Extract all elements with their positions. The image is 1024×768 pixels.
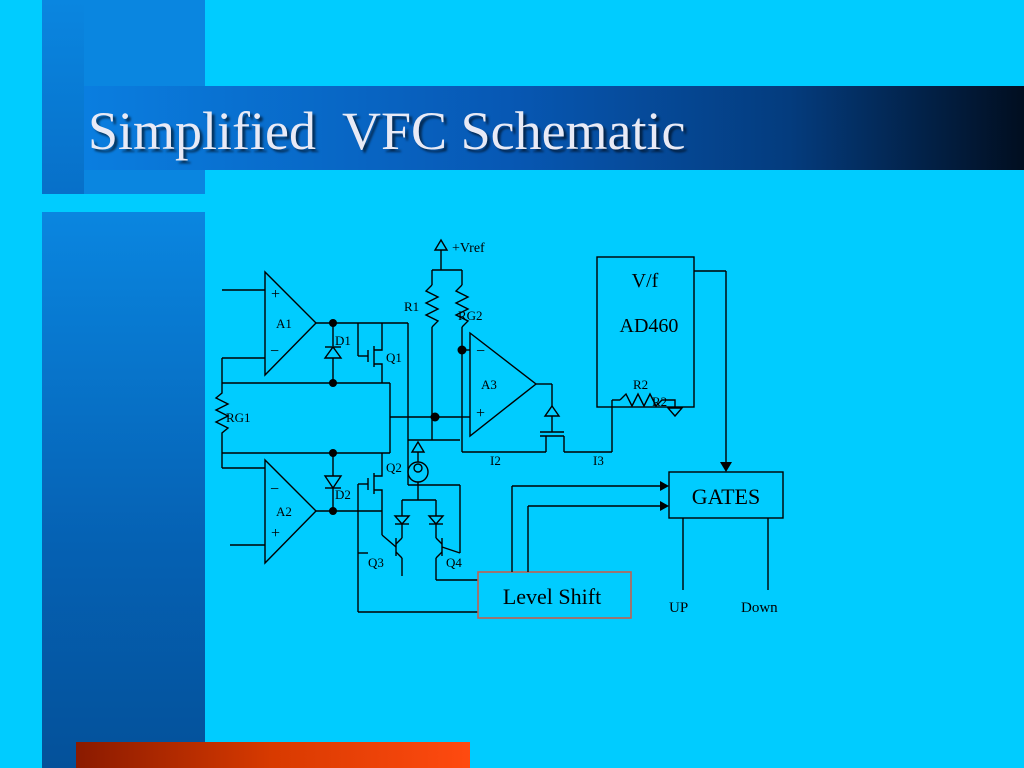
slide-title: Simplified VFC Schematic xyxy=(88,101,686,161)
gates-label: GATES xyxy=(692,484,760,509)
resistor-r1: R1 xyxy=(404,270,440,440)
resistor-rg1: RG1 xyxy=(214,358,390,468)
d1-label: D1 xyxy=(335,333,351,348)
transistor-q2: Q2 xyxy=(357,383,460,553)
rg1-label: RG1 xyxy=(226,410,251,425)
r2-label: R2 xyxy=(633,377,648,392)
side-bar-mid xyxy=(84,0,205,86)
vf-label: V/f xyxy=(632,270,659,292)
a1-minus-label: − xyxy=(270,343,279,360)
title-band xyxy=(84,86,1024,170)
side-bar-main xyxy=(42,212,205,768)
q4-label: Q4 xyxy=(446,555,462,570)
level-shift-block: Level Shift xyxy=(477,481,669,619)
d2-label: D2 xyxy=(335,487,351,502)
a2-plus-label: + xyxy=(271,525,280,542)
a1-label: A1 xyxy=(276,316,292,331)
side-bar-gap xyxy=(84,170,205,194)
transistor-q1: Q1 xyxy=(357,322,460,441)
opamp-a1: + − A1 xyxy=(222,270,317,377)
transistor-q4: Q4 xyxy=(435,524,478,581)
resistor-rg2: RG2 xyxy=(454,270,483,355)
a1-plus-label: + xyxy=(271,286,280,303)
opamp-a2: − + A2 xyxy=(222,458,317,565)
i3-label: I3 xyxy=(593,453,604,468)
q3-label: Q3 xyxy=(368,555,384,570)
r2b-label: R2 xyxy=(652,394,667,409)
ad460-label: AD460 xyxy=(620,315,679,337)
level-shift-label: Level Shift xyxy=(503,584,601,609)
a3-label: A3 xyxy=(481,377,497,392)
i2-label: I2 xyxy=(490,453,501,468)
transistor-q3: Q3 xyxy=(357,524,478,613)
vf-ad460-block: V/f AD460 R2 R2 xyxy=(596,256,732,472)
current-source xyxy=(381,440,461,553)
a2-label: A2 xyxy=(276,504,292,519)
down-output-label: Down xyxy=(741,600,778,616)
q1-label: Q1 xyxy=(386,350,402,365)
opamp-a3: − + A3 I2 I3 xyxy=(460,331,620,468)
a3-plus-label: + xyxy=(476,405,485,422)
r1-label: R1 xyxy=(404,299,419,314)
a3-minus-label: − xyxy=(476,343,485,360)
vref-supply: +Vref xyxy=(432,238,485,271)
bottom-accent-bar xyxy=(76,742,470,768)
side-bar-top xyxy=(42,0,84,194)
gates-block: GATES UP Down xyxy=(668,471,784,616)
a2-minus-label: − xyxy=(270,481,279,498)
q2-label: Q2 xyxy=(386,460,402,475)
diode-d2: D2 xyxy=(316,449,382,515)
diode-d1: D1 xyxy=(316,319,382,387)
rg2-label: RG2 xyxy=(458,308,483,323)
vref-label: +Vref xyxy=(452,241,485,256)
up-output-label: UP xyxy=(669,600,688,616)
